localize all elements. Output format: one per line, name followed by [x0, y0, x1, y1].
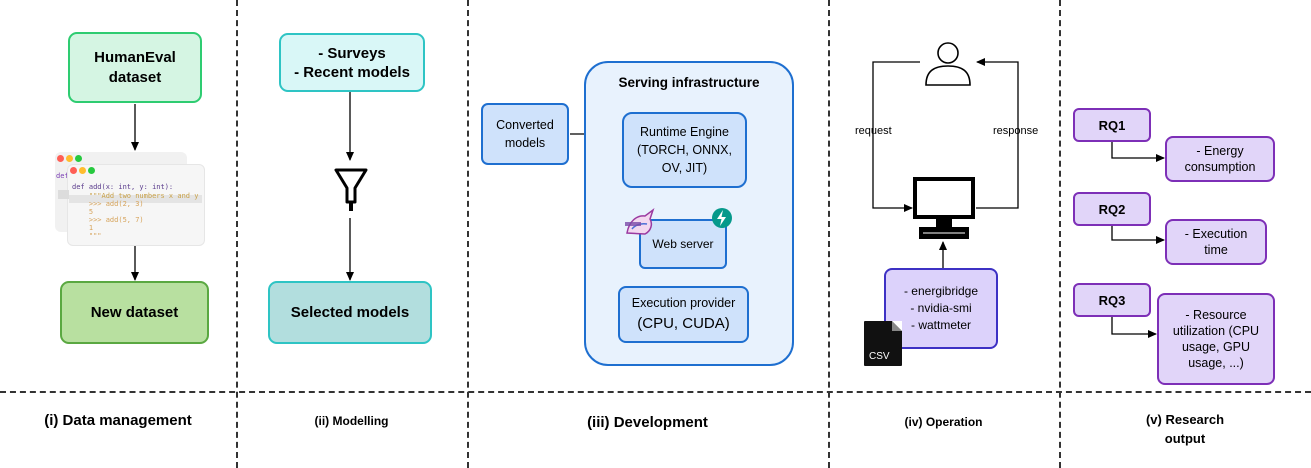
- execution-provider-box: Execution provider (CPU, CUDA): [618, 286, 749, 343]
- humaneval-dataset-box: HumanEval dataset: [68, 32, 202, 103]
- rq3-box: RQ3: [1073, 283, 1151, 317]
- surveys-recent-models-box: - Surveys - Recent models: [279, 33, 425, 92]
- filter-icon: [334, 168, 368, 211]
- csv-label: CSV: [869, 351, 890, 362]
- request-label: request: [855, 125, 892, 137]
- computer-icon: [913, 177, 975, 239]
- code-line-7: """: [72, 232, 102, 240]
- arrow-request: [872, 61, 920, 212]
- response-label: response: [993, 125, 1039, 137]
- rq2-result-box: - Execution time: [1165, 219, 1267, 265]
- rq1-result-box: - Energy consumption: [1165, 136, 1275, 182]
- measurement-tools-box: - energibridge - nvidia-smi - wattmeter: [884, 268, 998, 349]
- arrow-rq2: [1111, 222, 1165, 244]
- user-icon: [925, 42, 971, 86]
- code-line-4: 5: [72, 208, 94, 216]
- selected-models-box: Selected models: [268, 281, 432, 344]
- code-line-2: """Add two numbers x and y: [72, 192, 199, 200]
- caption-operation: (iv) Operation: [904, 415, 983, 429]
- caption-data-management: (i) Data management: [44, 412, 192, 429]
- runtime-engine-box: Runtime Engine (TORCH, ONNX, OV, JIT): [622, 112, 747, 188]
- rq3-result-box: - Resource utilization (CPU usage, GPU u…: [1157, 293, 1275, 385]
- fastapi-logo-icon: [712, 208, 732, 228]
- rq2-box: RQ2: [1073, 192, 1151, 226]
- converted-models-box: Converted models: [481, 103, 569, 165]
- code-back-line: def: [56, 172, 69, 180]
- column-separator-1: [236, 0, 238, 468]
- code-line-5: >>> add(5, 7): [72, 216, 144, 224]
- column-separator-2: [467, 0, 469, 468]
- code-line-6: 1: [72, 224, 94, 232]
- column-separator-4: [1059, 0, 1061, 468]
- rq1-box: RQ1: [1073, 108, 1151, 142]
- caption-research-output: (v) Research output: [1145, 412, 1225, 446]
- bottom-separator: [0, 391, 1311, 393]
- uvicorn-logo-icon: [625, 207, 655, 235]
- caption-modelling: (ii) Modelling: [314, 414, 389, 428]
- caption-development: (iii) Development: [587, 414, 708, 431]
- execution-provider-title: Execution provider: [631, 296, 736, 310]
- web-server-box: Web server: [639, 219, 727, 269]
- arrow-response: [976, 58, 1019, 209]
- arrow-rq1: [1111, 138, 1165, 162]
- code-line-1: def add(x: int, y: int):: [72, 183, 174, 191]
- column-separator-3: [828, 0, 830, 468]
- execution-provider-values: (CPU, CUDA): [637, 315, 730, 332]
- serving-infrastructure-title: Serving infrastructure: [618, 75, 760, 90]
- csv-file-icon: CSV: [864, 321, 902, 366]
- code-line-3: >>> add(2, 3): [72, 200, 144, 208]
- new-dataset-box: New dataset: [60, 281, 209, 344]
